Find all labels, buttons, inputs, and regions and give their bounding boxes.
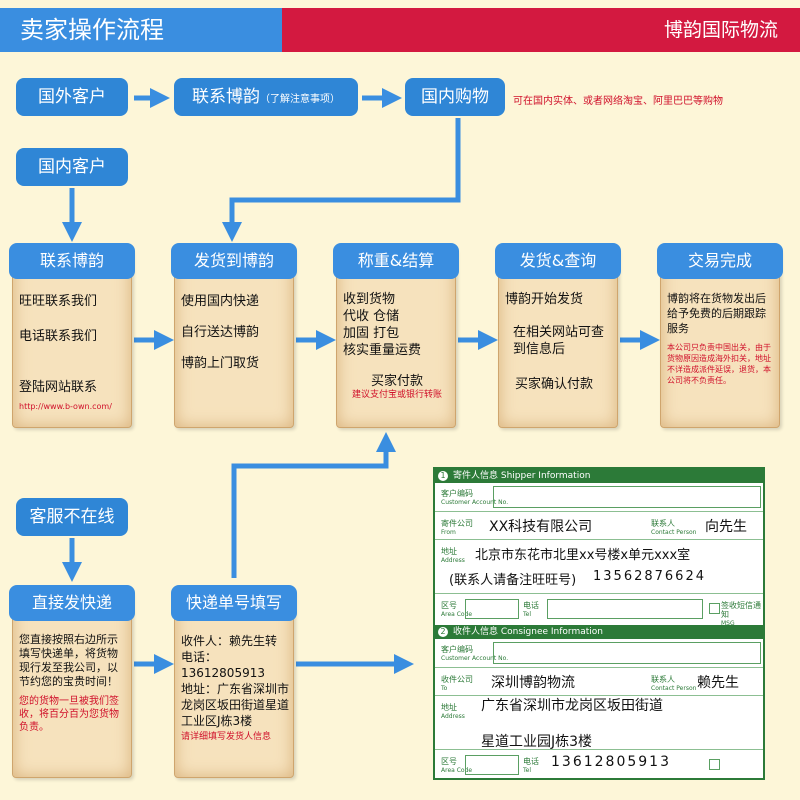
- waybill-fill: 快递单号填写 收件人：赖先生转 电话： 13612805913 地址：广东省深圳…: [171, 585, 297, 778]
- divider: [435, 749, 763, 750]
- consignee-contact: 赖先生: [697, 675, 739, 691]
- step-dispatch-title: 发货&查询: [495, 243, 621, 279]
- shipper-company: XX科技有限公司: [489, 519, 593, 535]
- domestic-shopping-box: 国内购物: [405, 78, 505, 116]
- step-ship-item: 使用国内快递: [181, 294, 260, 309]
- direct-shipping: 直接发快递 您直接按照右边所示填写快递单，将货物现行发至我公司，以节约您的宝贵时…: [9, 585, 135, 778]
- direct-shipping-note: 您的货物一旦被我们签收，将百分百为您货物负责。: [19, 696, 119, 733]
- website-url: http://www.b-own.com/: [19, 402, 112, 411]
- direct-shipping-title: 直接发快递: [9, 585, 135, 621]
- step-contact: 联系博韵 旺旺联系我们 电话联系我们 登陆网站联系 http://www.b-o…: [9, 243, 135, 428]
- step-dispatch-query: 发货&查询 博韵开始发货 在相关网站可查到信息后 买家确认付款: [495, 243, 621, 428]
- customer-no-boxes: [493, 486, 761, 508]
- brand-name: 博韵国际物流: [282, 8, 800, 52]
- customer-no-boxes: [493, 642, 761, 664]
- step-complete-title: 交易完成: [657, 243, 783, 279]
- step-ship-item: 博韵上门取货: [181, 356, 260, 371]
- consignee-phone: 13612805913: [551, 754, 671, 770]
- contact-note: （了解注意事项）: [260, 94, 340, 105]
- foreign-customer-label: 国外客户: [38, 87, 106, 107]
- consignee-address-line2: 星道工业园J栋3楼: [481, 734, 593, 750]
- waybill-note: 请详细填写发货人信息: [181, 732, 272, 742]
- step-complete: 交易完成 博韵将在货物发出后给予免费的后期跟踪服务 本公司只负责中国出关，由于货…: [657, 243, 783, 428]
- step-ship-item: 自行送达博韵: [181, 325, 260, 340]
- shopping-note: 可在国内实体、或者网络淘宝、阿里巴巴等购物: [513, 96, 723, 107]
- sms-checkbox: [709, 759, 720, 770]
- shipper-header-text: 寄件人信息 Shipper Information: [453, 471, 591, 481]
- step-weigh-item: 代收 仓储: [343, 309, 400, 324]
- waybill-receiver: 收件人：赖先生转: [181, 634, 278, 648]
- follow-up-service: 博韵将在货物发出后给予免费的后期跟踪服务: [667, 292, 766, 335]
- step-contact-item: 旺旺联系我们: [19, 294, 98, 309]
- shipper-address: 北京市东花市北里xx号楼x单元xxx室: [475, 548, 691, 563]
- tel-boxes: [547, 599, 703, 619]
- step-contact-item: 电话联系我们: [19, 329, 98, 344]
- step-contact-title: 联系博韵: [9, 243, 135, 279]
- step-weigh-title: 称重&结算: [333, 243, 459, 279]
- direct-shipping-text: 您直接按照右边所示填写快递单，将货物现行发至我公司，以节约您的宝贵时间！: [19, 633, 118, 688]
- service-offline-label: 客服不在线: [29, 507, 115, 527]
- step-ship-title: 发货到博韵: [171, 243, 297, 279]
- foreign-customer-box: 国外客户: [16, 78, 128, 116]
- shipper-header: 1 寄件人信息 Shipper Information: [435, 469, 763, 483]
- divider: [435, 593, 763, 594]
- waybill-fill-title: 快递单号填写: [171, 585, 297, 621]
- consignee-header-text: 收件人信息 Consignee Information: [453, 627, 603, 637]
- area-code-boxes: [465, 755, 519, 775]
- consignee-address-line1: 广东省深圳市龙岗区坂田街道: [481, 698, 663, 714]
- section-number: 1: [438, 471, 448, 481]
- waybill-address: 地址：广东省深圳市龙岗区坂田街道星道工业区J栋3楼: [181, 682, 290, 728]
- page-title: 卖家操作流程: [0, 8, 282, 52]
- domestic-customer-label: 国内客户: [38, 157, 106, 177]
- step-weigh-item: 收到货物: [343, 292, 396, 307]
- sms-checkbox: [709, 603, 720, 614]
- waybill-phone: 13612805913: [181, 666, 265, 680]
- domestic-shopping-label: 国内购物: [421, 87, 489, 107]
- step-weigh-item: 核实重量运费: [343, 343, 422, 358]
- consignee-company: 深圳博韵物流: [491, 675, 575, 691]
- step-contact-item: 登陆网站联系: [19, 380, 98, 395]
- service-offline-box: 客服不在线: [16, 498, 128, 536]
- area-code-boxes: [465, 599, 519, 619]
- section-number: 2: [438, 627, 448, 637]
- contact-bowin-box: 联系博韵（了解注意事项）: [174, 78, 358, 116]
- consignee-header: 2 收件人信息 Consignee Information: [435, 625, 763, 639]
- liability-note: 本公司只负责中国出关，由于货物原因造成海外扣关，地址不详造成派件延误，退货，本公…: [667, 343, 771, 385]
- divider: [435, 511, 763, 512]
- step-weigh-item: 加固 打包: [343, 326, 400, 341]
- step-ship-to-bowin: 发货到博韵 使用国内快递 自行送达博韵 博韵上门取货: [171, 243, 297, 428]
- shipper-contact: 向先生: [705, 519, 747, 535]
- step-weigh-settle: 称重&结算 收到货物 代收 仓储 加固 打包 核实重量运费 买家付款 建议支付宝…: [333, 243, 459, 428]
- contact-bowin-label: 联系博韵: [192, 87, 260, 107]
- domestic-customer-box: 国内客户: [16, 148, 128, 186]
- payment-note: 建议支付宝或银行转账: [351, 390, 442, 400]
- arrow-shopping-to-ship: [222, 118, 461, 242]
- step-dispatch-item: 在相关网站可查到信息后: [513, 325, 605, 357]
- shipper-note: (联系人请备注旺旺号): [449, 573, 577, 588]
- waybill-phone-label: 电话：: [181, 650, 218, 664]
- buyer-payment: 买家付款: [370, 374, 423, 389]
- arrow-fill-to-weigh: [231, 432, 396, 578]
- divider: [435, 667, 763, 668]
- step-dispatch-item: 博韵开始发货: [505, 292, 584, 307]
- divider: [435, 539, 763, 540]
- step-dispatch-item: 买家确认付款: [515, 377, 594, 392]
- divider: [435, 695, 763, 696]
- shipper-phone: 13562876624: [593, 569, 706, 584]
